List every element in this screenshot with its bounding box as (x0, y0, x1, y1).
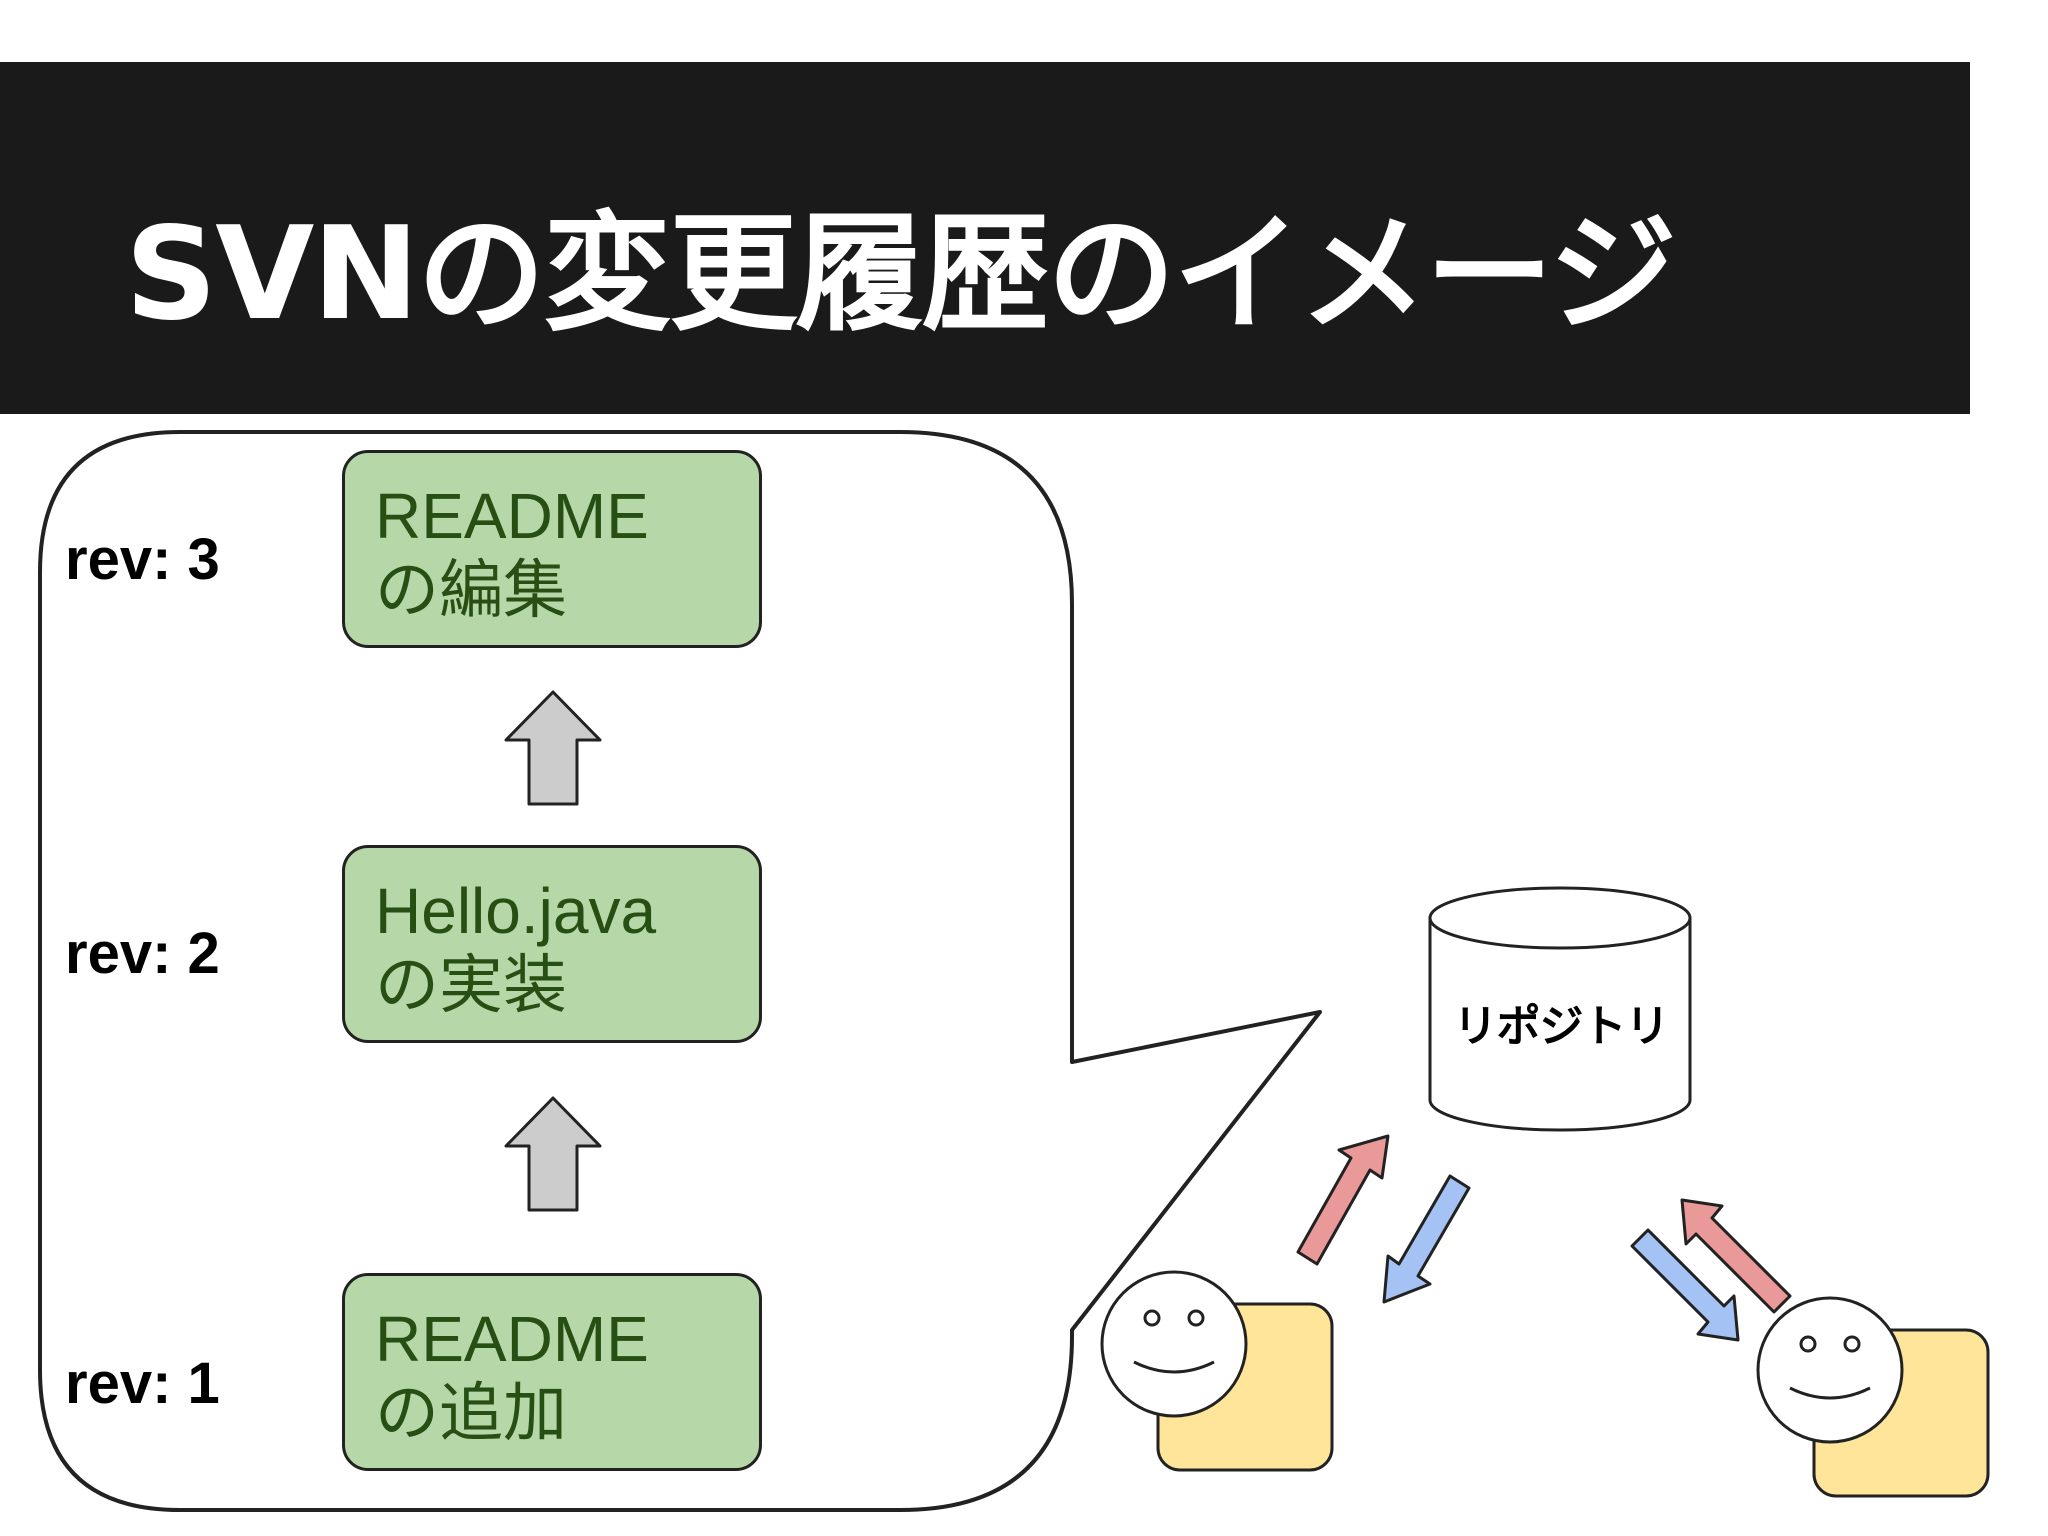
update-arrow-icon (1630, 1228, 1740, 1342)
revision-file: Hello.java (375, 875, 657, 947)
revision-label: rev: 1 (65, 1351, 220, 1416)
user-avatar-icon (1756, 1296, 1990, 1498)
repository-label: リポジトリ (1453, 1001, 1670, 1052)
user-avatar-icon (1100, 1270, 1334, 1472)
revision-label: rev: 2 (65, 921, 220, 986)
repository-cylinder-icon (1428, 886, 1692, 1132)
revision-label: rev: 3 (65, 527, 220, 592)
revision-box: Hello.java の実装 (342, 845, 762, 1043)
slide-title: SVNの変更履歴のイメージ (125, 200, 1677, 349)
revision-file: README (375, 1303, 649, 1375)
history-arrow-up-icon (504, 690, 602, 806)
commit-arrow-icon (1296, 1134, 1390, 1266)
title-bar (0, 62, 1970, 414)
update-arrow-icon (1382, 1174, 1471, 1304)
revision-file: README (375, 480, 649, 552)
revision-action: の編集 (375, 554, 567, 626)
revision-action: の実装 (375, 949, 567, 1021)
revision-box: README の追加 (342, 1273, 762, 1471)
history-arrow-up-icon (504, 1096, 602, 1212)
revision-action: の追加 (375, 1377, 567, 1449)
revision-box: README の編集 (342, 450, 762, 648)
commit-arrow-icon (1680, 1198, 1792, 1314)
